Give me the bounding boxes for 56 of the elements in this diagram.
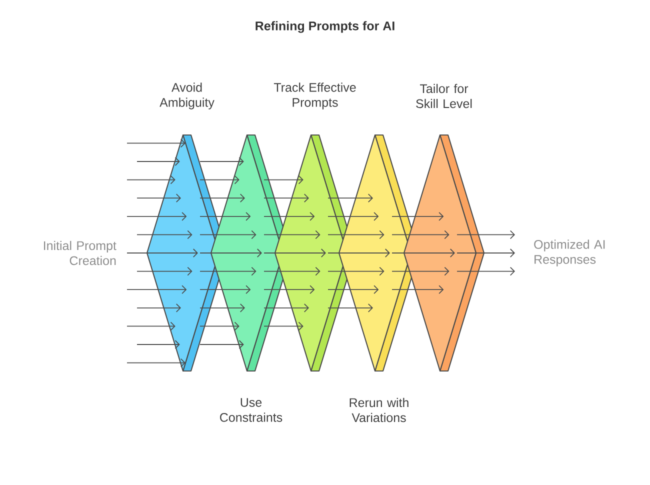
node-label: Tailor for Skill Level: [416, 84, 472, 108]
arrow: [136, 230, 192, 240]
arrow: [328, 248, 390, 258]
arrow: [264, 248, 326, 258]
arrow: [456, 248, 515, 258]
arrow: [136, 340, 180, 349]
node-label: Avoid Ambiguity: [160, 82, 214, 110]
arrow: [264, 266, 320, 276]
arrow: [200, 175, 240, 184]
side-label: Initial Prompt Creation: [44, 240, 116, 266]
arrow: [200, 285, 251, 294]
arrow: [264, 285, 315, 294]
arrow: [328, 194, 373, 203]
arrow: [328, 285, 379, 294]
arrow: [126, 285, 187, 294]
arrow: [126, 322, 176, 331]
arrow: [392, 212, 444, 221]
arrow: [200, 212, 251, 221]
arrow: [264, 322, 304, 331]
arrow: [126, 175, 176, 184]
arrow: [456, 230, 515, 240]
arrow: [392, 230, 450, 240]
arrow: [200, 266, 256, 276]
side-label: Optimized AI Responses: [534, 240, 605, 266]
arrow: [200, 303, 245, 312]
arrow: [392, 248, 455, 258]
arrow: [136, 266, 192, 276]
node-label: Use Constraints: [220, 398, 282, 422]
node-label: Rerun with Variations: [350, 398, 408, 422]
arrow: [328, 266, 384, 276]
arrow: [392, 266, 450, 276]
arrow: [136, 194, 181, 203]
arrow: [328, 230, 384, 240]
arrow: [456, 266, 515, 276]
arrow: [200, 322, 240, 331]
arrow: [200, 340, 244, 349]
arrow: [126, 138, 186, 148]
arrow: [392, 285, 444, 294]
arrow: [126, 212, 187, 221]
arrow: [200, 157, 244, 166]
arrow: [126, 248, 198, 258]
arrow: [126, 358, 186, 368]
arrow: [328, 303, 373, 312]
arrow: [264, 212, 315, 221]
arrow: [200, 248, 262, 258]
arrow: [264, 303, 309, 312]
arrow: [200, 230, 256, 240]
arrow: [328, 212, 379, 221]
arrow: [264, 175, 304, 184]
node-label: Track Effective Prompts: [274, 82, 356, 110]
title: Refining Prompts for AI: [256, 21, 394, 33]
arrow: [136, 303, 181, 312]
arrow: [136, 157, 180, 166]
arrow: [264, 230, 320, 240]
arrow: [264, 194, 309, 203]
arrow: [200, 194, 245, 203]
